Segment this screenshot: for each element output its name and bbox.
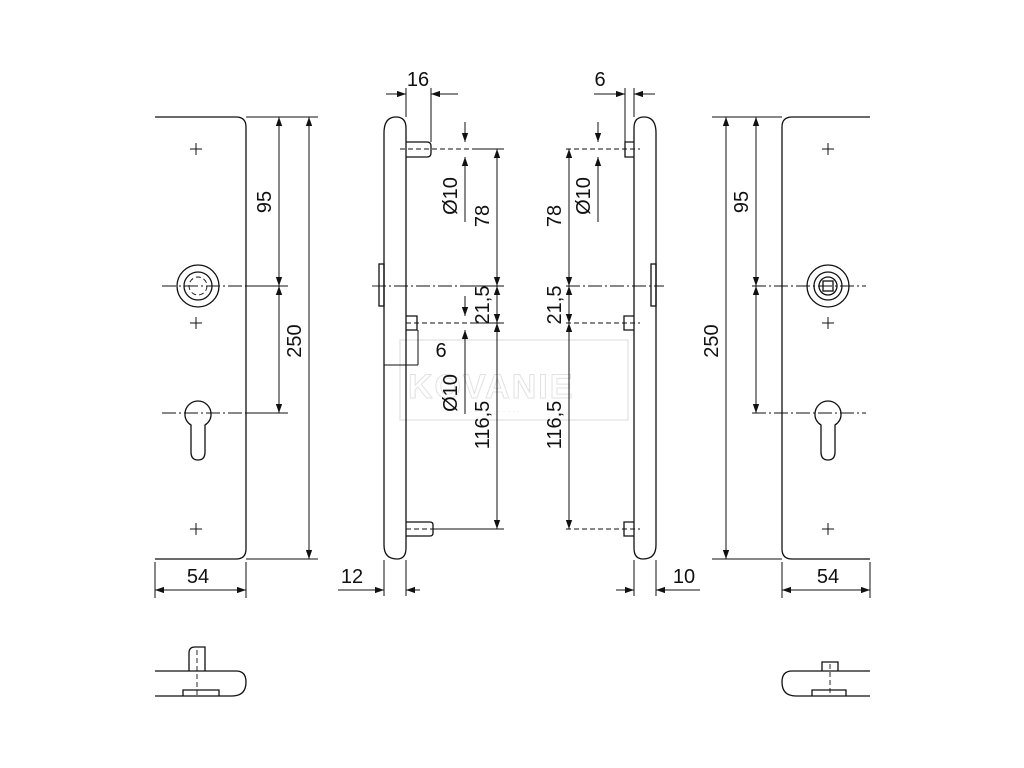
right-spindle-boss xyxy=(650,263,657,307)
left-spindle-boss xyxy=(378,263,385,307)
dim-54-right-label: 54 xyxy=(817,566,839,588)
dim-116-5-right-label: 116,5 xyxy=(544,401,566,450)
right-bottom-view xyxy=(781,661,870,697)
dim-6-label: 6 xyxy=(435,340,446,362)
keyhole-cutout xyxy=(184,400,212,461)
right-side-profile: 6 78 Ø10 21,5 116,5 10 xyxy=(544,69,700,596)
right-pin-top xyxy=(624,141,634,158)
screw-mark-top xyxy=(190,143,202,155)
dim-250-right-label: 250 xyxy=(701,324,723,357)
dim-116-5-label: 116,5 xyxy=(472,401,494,450)
left-plate-outline xyxy=(155,116,247,560)
watermark: KOVANIE ··········· xyxy=(399,339,629,421)
right-plate-outline xyxy=(781,116,870,560)
left-bottom-view xyxy=(155,646,247,697)
screw-mark-middle xyxy=(190,317,202,329)
screw-mark-bottom-right xyxy=(822,523,834,535)
left-front-plate: 95 250 54 xyxy=(154,116,318,598)
left-side-profile: 16 Ø10 78 21,5 6 Ø10 116,5 12 xyxy=(338,69,504,596)
screw-mark-bottom xyxy=(190,523,202,535)
dim-10-label: 10 xyxy=(673,566,695,588)
dim-250-label: 250 xyxy=(284,324,306,357)
dim-12-label: 12 xyxy=(341,566,363,588)
dim-dia10-top-label: Ø10 xyxy=(440,177,462,215)
dim-dia10-right-label: Ø10 xyxy=(573,177,595,215)
screw-mark-middle-right xyxy=(822,317,834,329)
left-profile-outline xyxy=(383,116,407,560)
right-front-plate: 95 250 54 xyxy=(701,116,871,598)
right-profile-outline xyxy=(633,116,657,560)
dim-6-right-label: 6 xyxy=(594,69,605,91)
dim-16-label: 16 xyxy=(407,69,429,91)
keyhole-cutout-right xyxy=(814,400,842,461)
dim-78-right-label: 78 xyxy=(544,205,566,227)
dim-21-5-right-label: 21,5 xyxy=(544,286,566,325)
dim-78-label: 78 xyxy=(472,205,494,227)
dim-95-label: 95 xyxy=(254,191,276,213)
dim-95-right-label: 95 xyxy=(731,191,753,213)
watermark-text: KOVANIE xyxy=(408,368,574,406)
screw-mark-top-right xyxy=(822,143,834,155)
dim-54-label: 54 xyxy=(187,566,209,588)
dim-21-5-label: 21,5 xyxy=(472,286,494,325)
left-pin-top xyxy=(406,141,432,158)
dim-dia10-bottom-label: Ø10 xyxy=(440,374,462,412)
